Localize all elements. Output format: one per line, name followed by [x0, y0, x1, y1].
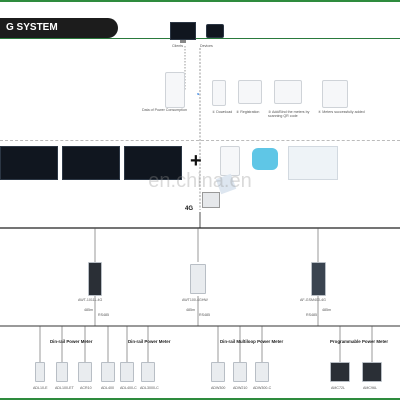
meters-added-phone: [322, 80, 348, 108]
gateway-3-proto-left: RS485: [306, 313, 317, 317]
gateway-device-2: [190, 264, 206, 294]
consumption-label: Data of Power Consumption: [142, 108, 187, 112]
gateway-model-3: AF-GSM400-4G: [300, 298, 326, 302]
meter-device-5: [120, 362, 134, 382]
meter-group-3: Din-rail Multiloop Power Meter: [220, 339, 284, 344]
top-green-edge: [0, 0, 400, 2]
meter-device-2: [56, 362, 68, 382]
meter-group-4: Programmable Power Meter: [330, 339, 389, 344]
meter-model-5: ADL400-C: [120, 386, 137, 390]
section-divider: [0, 140, 400, 142]
meter-device-10: [330, 362, 350, 382]
dashboard-screen-2: [62, 146, 120, 180]
gateway-model-2: AWT100-4GHW: [182, 298, 208, 302]
app-step-2: ② Registration: [236, 110, 260, 114]
dashboard-screen-1: [0, 146, 58, 180]
meter-device-3: [78, 362, 92, 382]
meter-device-9: [255, 362, 269, 382]
download-phone: [212, 80, 226, 106]
meter-group-1: Din-rail Power Meter: [50, 339, 93, 344]
header-divider: [0, 38, 400, 39]
meter-model-6: ADL3000-C: [140, 386, 159, 390]
meter-model-9: ADW300-C: [253, 386, 272, 390]
meter-model-2: ADL100-ET: [55, 386, 74, 390]
gateway-device-1: [88, 262, 102, 296]
meter-device-11: [362, 362, 382, 382]
gateway-2-proto-right: RS485: [199, 313, 210, 317]
app-step-3: ③ Add/Bind the meters by scanning QR cod…: [268, 110, 310, 119]
meter-group-2: Din-rail Power Meter: [128, 339, 171, 344]
cloud-icon: [252, 148, 278, 170]
meter-device-4: [101, 362, 115, 382]
page-title: G SYSTEM: [0, 18, 118, 38]
watermark: en.china.en: [148, 170, 252, 192]
meter-model-4: ADL400: [101, 386, 114, 390]
clients-label: Clients: [172, 44, 183, 48]
scan-phone: [274, 80, 302, 104]
gateway-model-1: AWT-10111-4G: [78, 298, 103, 302]
meter-model-7: ADW300: [211, 386, 226, 390]
meter-model-11: AMC96L: [363, 386, 377, 390]
wifi-icon: ◔: [195, 90, 200, 99]
gateway-2-proto-left: 485m: [186, 308, 195, 312]
devices-label: Devices: [200, 44, 213, 48]
client-tablet: [206, 24, 224, 38]
bottom-green-edge: [0, 398, 400, 400]
router-icon: [202, 192, 220, 208]
gateway-3-proto-right: 485m: [322, 308, 331, 312]
monitor-stand: [180, 40, 186, 43]
registration-phone: [238, 80, 262, 104]
meter-model-1: ADL10-E: [33, 386, 48, 390]
plus-icon: +: [190, 150, 202, 172]
meter-device-1: [35, 362, 45, 382]
meter-device-8: [233, 362, 247, 382]
consumption-phone: [165, 72, 185, 108]
meter-model-10: AMC72L: [331, 386, 345, 390]
app-step-4: ④ Meters successfully added: [318, 110, 365, 114]
meter-model-3: ACR10: [80, 386, 92, 390]
client-monitor: [170, 22, 196, 40]
app-step-1: ① Download: [212, 110, 233, 114]
web-portal-card: [288, 146, 338, 180]
meter-device-6: [141, 362, 155, 382]
gateway-1-proto-right: RS485: [98, 313, 109, 317]
meter-model-8: ADW210: [233, 386, 248, 390]
network-4g-label: 4G: [185, 206, 194, 212]
gateway-1-proto-left: 485m: [84, 308, 93, 312]
dashboard-screen-3: [124, 146, 182, 180]
gateway-device-3: [311, 262, 326, 296]
meter-device-7: [211, 362, 225, 382]
